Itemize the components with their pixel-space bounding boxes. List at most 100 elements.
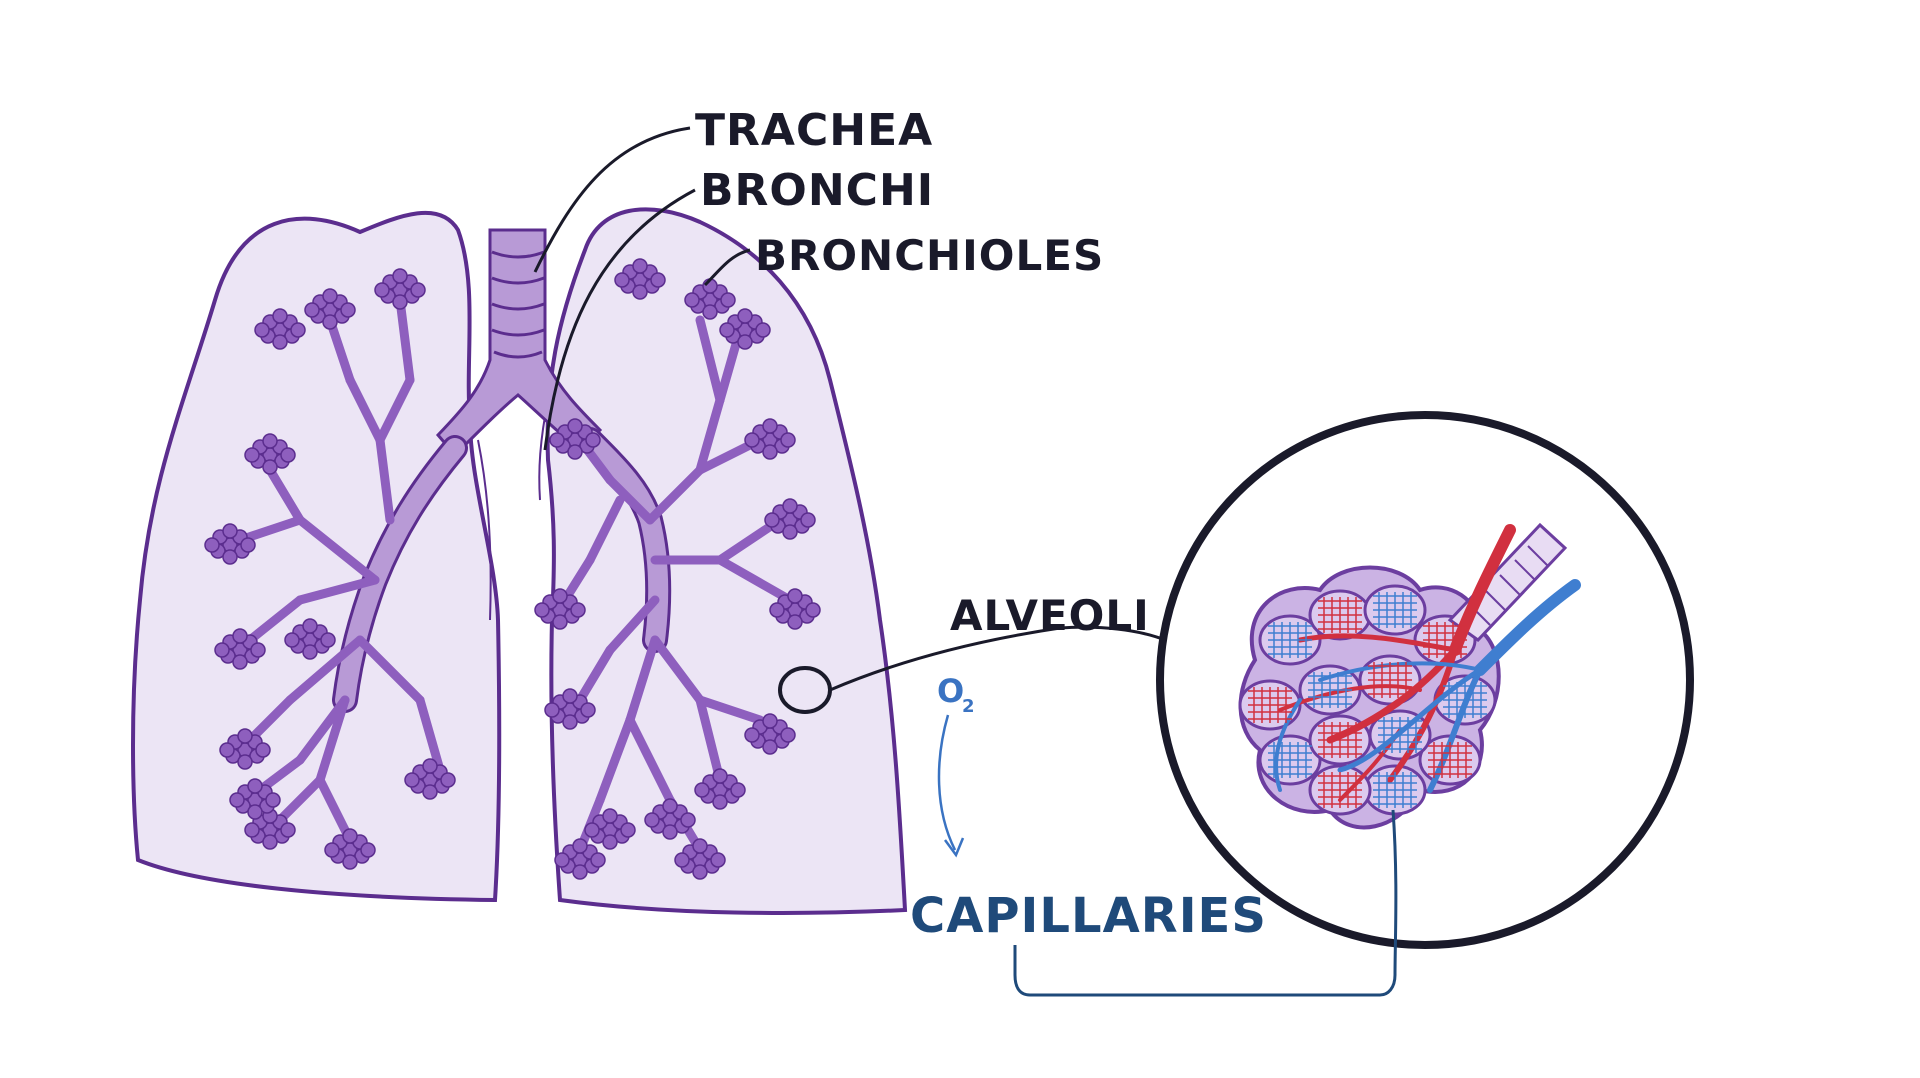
alveolus-dot xyxy=(737,334,753,350)
alveolus-dot xyxy=(232,654,248,670)
alveolus-dot xyxy=(342,854,358,870)
bronchiole-branch xyxy=(315,695,350,785)
alveoli-cluster xyxy=(744,713,796,755)
alveoli-cluster xyxy=(404,758,456,800)
alveolus-dot xyxy=(692,864,708,880)
alveoli-cluster xyxy=(244,433,296,475)
alveolus-dot xyxy=(219,742,235,758)
label-trachea: TRACHEA xyxy=(695,105,933,156)
bronchiole-branch xyxy=(645,465,705,525)
alveolus-dot xyxy=(572,838,588,854)
alveoli-cluster xyxy=(769,588,821,630)
bronchiole-branch xyxy=(245,595,305,645)
bronchiole-branch xyxy=(345,375,385,445)
label-oxygen: O 2 xyxy=(937,672,975,717)
alveolus-dot xyxy=(710,852,726,868)
capillaries-connector-line xyxy=(1013,809,1398,997)
alveoli-cluster xyxy=(204,523,256,565)
bronchiole-branch xyxy=(375,435,395,525)
alveolus-dot xyxy=(585,432,601,448)
alveolus-dot xyxy=(744,727,760,743)
bronchiole-branch xyxy=(575,645,615,705)
oxygen-arrow xyxy=(937,714,957,851)
alveolus-dot xyxy=(602,834,618,850)
alveolus-dot xyxy=(324,842,340,858)
alveolus-dot xyxy=(712,768,728,784)
alveolus-dot xyxy=(262,433,278,449)
alveolus-dot xyxy=(250,642,266,658)
bronchiole-branch xyxy=(295,515,380,585)
terminal-bronchiole xyxy=(1447,522,1568,642)
bronchiole-branch xyxy=(295,575,380,605)
bronchi-leader xyxy=(543,188,696,451)
alveolus-dot xyxy=(562,688,578,704)
bronchiole-branch xyxy=(595,715,635,805)
alveolus-dot xyxy=(552,614,568,630)
alveoli-cluster xyxy=(694,768,746,810)
alveolus-dot xyxy=(342,828,358,844)
magnifier-circle xyxy=(1156,411,1694,949)
trachea-tube xyxy=(435,228,603,458)
alveolus-dot xyxy=(254,322,270,338)
alveoli-cluster xyxy=(284,618,336,660)
alveolus-dot xyxy=(782,498,798,514)
bronchiole-branch xyxy=(695,315,725,405)
alveolus-dot xyxy=(632,284,648,300)
alveolus-dot xyxy=(684,292,700,308)
alveolus-dot xyxy=(762,739,778,755)
bronchiole-branch xyxy=(375,375,415,445)
bronchiole-branch xyxy=(715,555,795,605)
alveolus-dot xyxy=(262,459,278,475)
bronchiole-branch xyxy=(235,515,305,545)
alveolus-dot xyxy=(262,834,278,850)
alveolus-dot xyxy=(719,322,735,338)
alveolus-dot xyxy=(302,618,318,634)
bronchiole-branch xyxy=(625,635,660,725)
bronchiole-branch xyxy=(395,295,415,385)
alveoli-cluster xyxy=(554,838,606,880)
alveolus-dot xyxy=(755,322,771,338)
alveolus-dot xyxy=(712,794,728,810)
alveolus-dot xyxy=(244,447,260,463)
alveolus-dot xyxy=(549,432,565,448)
bronchiole-branch xyxy=(285,635,365,705)
alveolus-dot xyxy=(247,804,263,820)
alveolus-dot xyxy=(570,602,586,618)
alveolus-dot xyxy=(280,447,296,463)
alveolus-dot xyxy=(800,512,816,528)
alveolus-dot xyxy=(614,272,630,288)
alveolus-dot xyxy=(237,754,253,770)
alveolus-dot xyxy=(222,523,238,539)
alveolus-dot xyxy=(805,602,821,618)
label-bronchioles: BRONCHIOLES xyxy=(755,231,1104,280)
alveolus-dot xyxy=(737,308,753,324)
bronchiole-branch xyxy=(650,635,705,705)
alveolus-dot xyxy=(694,782,710,798)
bronchiole-branch xyxy=(355,635,425,705)
pleura-line-right xyxy=(477,439,492,621)
alveoli-cluster xyxy=(719,308,771,350)
alveolus-dot xyxy=(762,444,778,460)
alveolus-dot xyxy=(762,713,778,729)
alveolus-dot xyxy=(567,444,583,460)
alveolus-dot xyxy=(787,614,803,630)
alveoli-cluster xyxy=(304,288,356,330)
alveolus-dot xyxy=(422,784,438,800)
bronchiole-branch xyxy=(695,695,725,785)
alveolus-dot xyxy=(590,852,606,868)
bronchi-tree xyxy=(235,295,795,855)
alveolus-dot xyxy=(662,798,678,814)
alveoli-cluster xyxy=(614,258,666,300)
alveolus-dot xyxy=(662,824,678,840)
alveolus-dot xyxy=(552,588,568,604)
alveolus-dot xyxy=(265,792,281,808)
label-bronchi: BRONCHI xyxy=(700,165,934,216)
bronchiole-branch xyxy=(695,695,765,725)
alveolus-dot xyxy=(620,822,636,838)
alveolus-dot xyxy=(240,537,256,553)
label-capillaries: CAPILLARIES xyxy=(910,888,1267,944)
alveoli-cluster xyxy=(674,838,726,880)
capillary-network xyxy=(1248,592,1487,808)
alveoli-cluster xyxy=(219,728,271,770)
bronchiole-branch xyxy=(265,465,305,525)
